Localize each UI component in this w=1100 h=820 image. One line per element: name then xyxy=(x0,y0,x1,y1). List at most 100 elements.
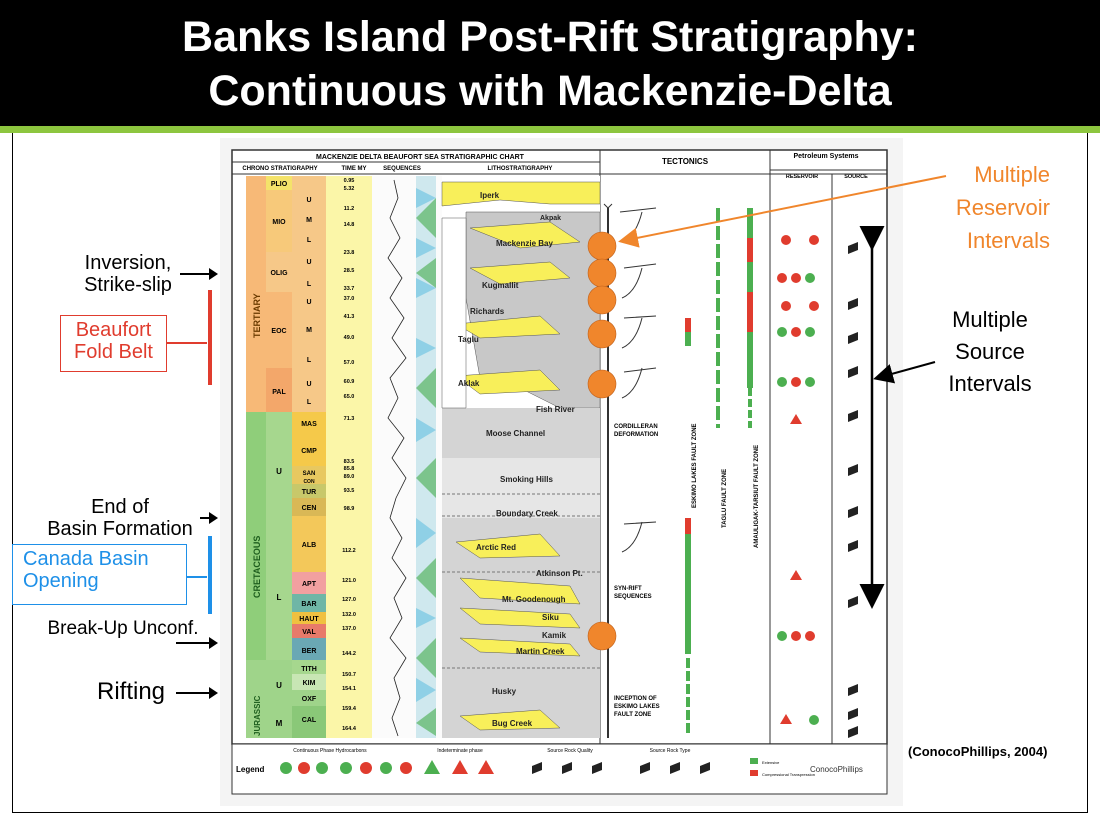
reservoir-markers xyxy=(587,231,617,651)
stage-con: CON xyxy=(303,479,315,485)
lithostratigraphy-column xyxy=(441,176,601,738)
epoch-eoc: EOC xyxy=(271,328,286,335)
time-13: 71.3 xyxy=(344,416,355,422)
sequences-column xyxy=(372,176,442,738)
time-labels: 0.95 5.32 11.2 14.8 23.8 28.5 33.7 37.0 … xyxy=(342,178,357,732)
stage-cen: CEN xyxy=(302,505,317,512)
formation-moose-channel: Moose Channel xyxy=(486,429,545,438)
annotation-source-l1: Multiple xyxy=(952,307,1028,332)
annotation-reservoir-l1: Multiple xyxy=(974,162,1050,187)
epoch-j-middle: M xyxy=(276,719,283,728)
sub-mio-u: U xyxy=(306,197,311,204)
formation-smoking-hills: Smoking Hills xyxy=(500,475,553,484)
annotation-breakup: Break-Up Unconf. xyxy=(47,618,199,639)
annotation-end-basin-l1: End of xyxy=(91,496,149,518)
arrow-end-basin xyxy=(200,512,218,524)
col-header-sequences: SEQUENCES xyxy=(383,166,421,172)
sub-eoc-u: U xyxy=(306,299,311,306)
annotation-multiple-source: Multiple Source Intervals xyxy=(925,304,1055,400)
sub-mio-l: L xyxy=(307,237,312,244)
time-25: 150.7 xyxy=(342,672,356,678)
formation-labels: Iperk Akpak Mackenzie Bay Kugmallit Rich… xyxy=(458,191,583,728)
legend-group4: Source Rock Type xyxy=(650,748,691,754)
period-cretaceous xyxy=(246,412,266,660)
sub-pal-u: U xyxy=(306,381,311,388)
time-7: 37.0 xyxy=(344,296,355,302)
col-header-petroleum: Petroleum Systems xyxy=(794,153,859,160)
col-header-time: TIME MY xyxy=(342,166,367,172)
annotation-multiple-reservoir: Multiple Reservoir Intervals xyxy=(920,158,1050,257)
epoch-k-lower: L xyxy=(277,593,282,602)
legend-group3: Source Rock Quality xyxy=(547,748,593,754)
tect-cordilleran-l2: DEFORMATION xyxy=(614,432,658,438)
time-0: 0.95 xyxy=(344,178,355,184)
slide-frame xyxy=(12,133,1088,813)
chart-legend: Legend Continuous Phase Hydrocarbons Ind… xyxy=(231,743,888,795)
stage-alb: ALB xyxy=(302,542,316,549)
stage-tur: TUR xyxy=(302,489,316,496)
time-6: 33.7 xyxy=(344,286,355,292)
formation-mt-goodenough: Mt. Goodenough xyxy=(502,595,566,604)
col-header-chrono: CHRONO STRATIGRAPHY xyxy=(242,166,317,172)
formation-taglu: Taglu xyxy=(458,335,479,344)
formation-boundary-creek: Boundary Creek xyxy=(496,509,558,518)
tect-inception-l1: INCEPTION OF xyxy=(614,696,657,702)
annotation-source-l2: Source xyxy=(955,339,1025,364)
formation-mackenzie-bay: Mackenzie Bay xyxy=(496,239,553,248)
period-label-jurassic: JURASSIC xyxy=(253,695,262,736)
epoch-j-upper: U xyxy=(276,681,282,690)
formation-husky: Husky xyxy=(492,687,517,696)
stage-cmp: CMP xyxy=(301,448,317,455)
slide-title-line1: Banks Island Post-Rift Stratigraphy: xyxy=(182,13,918,61)
stage-haut: HAUT xyxy=(299,616,319,623)
stage-column xyxy=(292,176,326,738)
period-label-cretaceous: CRETACEOUS xyxy=(252,536,262,598)
annotation-canada-basin-l1: Canada Basin xyxy=(23,548,149,570)
stage-cal: CAL xyxy=(302,717,317,724)
col-header-source: SOURCE xyxy=(844,174,868,180)
stratigraphic-chart: MACKENZIE DELTA BEAUFORT SEA STRATIGRAPH… xyxy=(220,138,903,806)
stage-kim: KIM xyxy=(303,680,316,687)
time-27: 159.4 xyxy=(342,706,357,712)
arrow-rifting xyxy=(176,687,218,699)
title-underline xyxy=(0,126,1100,133)
formation-kugmallit: Kugmallit xyxy=(482,281,519,290)
stage-val: VAL xyxy=(302,629,316,636)
legend-label: Legend xyxy=(236,765,265,774)
tect-cordilleran-l1: CORDILLERAN xyxy=(614,424,658,430)
time-column xyxy=(326,176,372,738)
beaufort-range-bar xyxy=(208,290,212,385)
source-symbols xyxy=(848,242,858,738)
epoch-pal: PAL xyxy=(272,389,286,396)
annotation-beaufort-l1: Beaufort xyxy=(75,319,152,341)
period-label-tertiary: TERTIARY xyxy=(252,293,262,338)
citation: (ConocoPhillips, 2004) xyxy=(908,744,1048,759)
formation-aklak: Aklak xyxy=(458,379,480,388)
formation-siku: Siku xyxy=(542,613,559,622)
legend-conocophillips-logo: ConocoPhillips xyxy=(810,765,863,774)
tect-inception-l2: ESKIMO LAKES xyxy=(614,704,660,710)
annotation-beaufort-fold-belt: Beaufort Fold Belt xyxy=(60,315,167,372)
title-banner: Banks Island Post-Rift Stratigraphy: Con… xyxy=(0,0,1100,126)
stage-bar: BAR xyxy=(301,601,316,608)
annotation-beaufort-l2: Fold Belt xyxy=(74,341,153,363)
annotation-canada-basin: Canada Basin Opening xyxy=(12,544,187,605)
formation-iperk: Iperk xyxy=(480,191,500,200)
col-header-tectonics: TECTONICS xyxy=(662,157,709,166)
time-18: 98.9 xyxy=(344,506,355,512)
tect-synrift-l2: SEQUENCES xyxy=(614,594,652,600)
epoch-plio: PLIO xyxy=(271,181,288,188)
time-23: 137.0 xyxy=(342,626,356,632)
annotation-inversion-l2: Strike-slip xyxy=(84,274,172,296)
sub-mio-m: M xyxy=(306,217,312,224)
annotation-reservoir-l3: Intervals xyxy=(966,228,1050,253)
annotation-reservoir-l2: Reservoir xyxy=(955,195,1050,220)
stage-mas: MAS xyxy=(301,421,317,428)
time-10: 57.0 xyxy=(344,360,355,366)
sub-olig-l: L xyxy=(307,281,312,288)
time-20: 121.0 xyxy=(342,578,356,584)
epoch-k-upper: U xyxy=(276,467,282,476)
stage-tith: TITH xyxy=(301,666,317,673)
formation-akpak: Akpak xyxy=(540,215,561,222)
formation-richards: Richards xyxy=(470,307,505,316)
